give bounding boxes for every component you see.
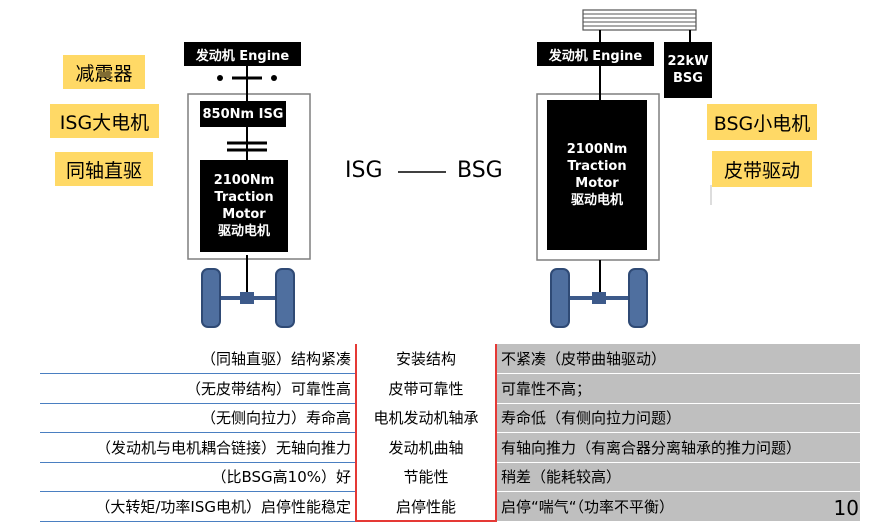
table-row: （无侧向拉力）寿命高电机发动机轴承寿命低（有侧向拉力问题） [40, 403, 860, 433]
isg-motor-line-4: 驱动电机 [217, 224, 270, 239]
isg-cell: （无侧向拉力）寿命高 [40, 403, 356, 433]
item-cell: 发动机曲轴 [355, 432, 497, 463]
bsg-motor-line-4: 驱动电机 [570, 193, 623, 208]
item-cell: 皮带可靠性 [355, 373, 497, 404]
table-row: （比BSG高10%）好节能性稍差（能耗较高） [40, 462, 860, 492]
item-cell: 安装结构 [355, 344, 497, 374]
item-cell: 电机发动机轴承 [355, 403, 497, 433]
isg-motor-line-2: Traction [214, 190, 274, 205]
comparison-isg: ISG [345, 158, 383, 183]
bsg-block-line-2: BSG [673, 71, 703, 86]
bsg-cell: 不紧凑（皮带曲轴驱动） [496, 344, 860, 374]
isg-motor-line-1: 2100Nm [213, 173, 275, 188]
comparison-bsg: BSG [457, 158, 503, 183]
bsg-differential [592, 292, 606, 304]
belt-pulley [582, 9, 697, 31]
tag-bsg-motor: BSG小电机 [707, 104, 817, 140]
damper-dot-right [271, 75, 277, 81]
isg-block: 850Nm ISG [200, 101, 286, 127]
table-row: （无皮带结构）可靠性高皮带可靠性可靠性不高； [40, 373, 860, 404]
item-cell: 启停性能 [355, 491, 497, 522]
bsg-motor-line-2: Traction [567, 159, 627, 174]
bsg-motor-line-3: Motor [575, 176, 619, 191]
bsg-wheel-right [628, 268, 648, 328]
isg-motor-line-3: Motor [222, 207, 266, 222]
table-row: （发动机与电机耦合链接）无轴向推力发动机曲轴有轴向推力（有离合器分离轴承的推力问… [40, 432, 860, 463]
isg-cell: （发动机与电机耦合链接）无轴向推力 [40, 432, 356, 463]
tag-damper: 减震器 [63, 55, 145, 89]
bsg-wheel-left [550, 268, 570, 328]
isg-wheel-left [201, 268, 221, 328]
bsg-cell: 寿命低（有侧向拉力问题） [496, 403, 860, 433]
isg-cell: （大转矩/功率ISG电机）启停性能稳定 [40, 491, 356, 522]
damper-dot-left [217, 75, 223, 81]
page-number: 10 [833, 496, 859, 520]
isg-differential [240, 292, 254, 304]
tag-isg-motor: ISG大电机 [50, 104, 159, 138]
bsg-cell: 启停“喘气“（功率不平衡） [496, 491, 860, 522]
bsg-cell: 有轴向推力（有离合器分离轴承的推力问题） [496, 432, 860, 463]
bsg-cell: 稍差（能耗较高） [496, 462, 860, 492]
isg-cell: （比BSG高10%）好 [40, 462, 356, 492]
bsg-block: 22kW BSG [664, 42, 712, 98]
bsg-engine-block: 发动机 Engine [537, 42, 654, 66]
table-row: （大转矩/功率ISG电机）启停性能稳定启停性能启停“喘气“（功率不平衡） [40, 491, 860, 522]
bsg-cell: 可靠性不高； [496, 373, 860, 404]
bsg-block-line-1: 22kW [667, 54, 709, 69]
table-row: （同轴直驱）结构紧凑安装结构不紧凑（皮带曲轴驱动） [40, 344, 860, 374]
isg-motor-block: 2100Nm Traction Motor 驱动电机 [200, 160, 288, 252]
comparison-table: （同轴直驱）结构紧凑安装结构不紧凑（皮带曲轴驱动）（无皮带结构）可靠性高皮带可靠… [40, 344, 860, 522]
item-cell: 节能性 [355, 462, 497, 492]
bsg-motor-block: 2100Nm Traction Motor 驱动电机 [547, 100, 647, 250]
isg-engine-block: 发动机 Engine [184, 42, 301, 66]
isg-cell: （无皮带结构）可靠性高 [40, 373, 356, 404]
bsg-motor-line-1: 2100Nm [566, 142, 628, 157]
tag-belt-drive: 皮带驱动 [712, 151, 812, 187]
isg-wheel-right [275, 268, 295, 328]
isg-cell: （同轴直驱）结构紧凑 [40, 344, 356, 374]
tag-coaxial-drive: 同轴直驱 [55, 152, 153, 186]
